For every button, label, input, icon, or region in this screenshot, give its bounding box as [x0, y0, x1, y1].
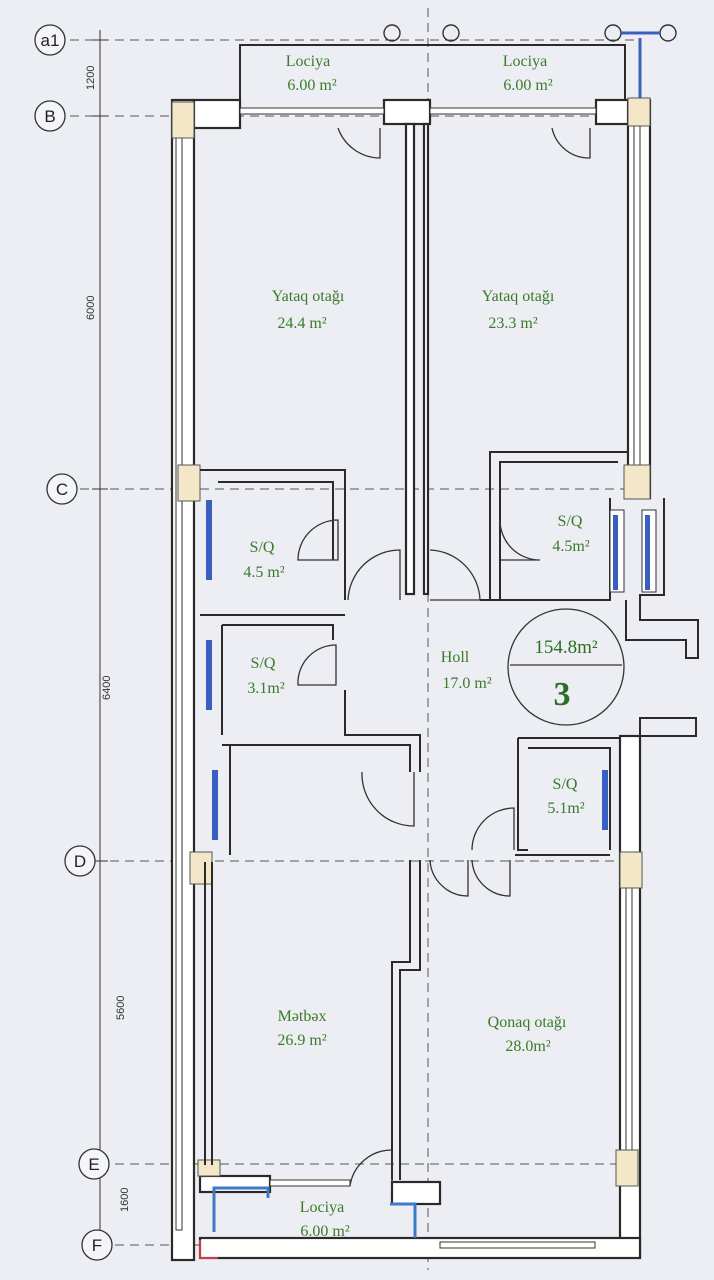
- fixtures: [199, 500, 657, 1259]
- svg-text:23.3 m²: 23.3 m²: [488, 315, 537, 332]
- dimension-1600: 1600: [119, 1188, 131, 1212]
- axis-marker-e: E: [78, 1148, 110, 1180]
- room-loggia-bottom: Lociya 6.00 m²: [300, 1199, 350, 1240]
- room-loggia-left: Lociya 6.00 m²: [286, 53, 337, 94]
- dimension-5600: 5600: [115, 996, 127, 1020]
- top-circles: [383, 24, 677, 100]
- room-hall: Holl 17.0 m²: [441, 649, 492, 692]
- room-labels: Lociya 6.00 m² Lociya 6.00 m² Yataq otağ…: [243, 53, 589, 1240]
- axis-marker-c: C: [46, 473, 78, 505]
- axis-marker-a1: a1: [34, 24, 66, 56]
- svg-text:17.0 m²: 17.0 m²: [442, 675, 491, 692]
- room-loggia-right: Lociya 6.00 m²: [503, 53, 553, 94]
- svg-text:Yataq otağı: Yataq otağı: [272, 288, 345, 305]
- svg-text:B: B: [44, 107, 55, 126]
- svg-text:3.1m²: 3.1m²: [247, 680, 284, 697]
- room-bath-2: S/Q 4.5m²: [552, 513, 589, 555]
- columns: [171, 97, 651, 1187]
- svg-text:26.9 m²: 26.9 m²: [277, 1032, 326, 1049]
- svg-text:S/Q: S/Q: [558, 513, 583, 530]
- axis-marker-d: D: [64, 845, 96, 877]
- room-bedroom-right: Yataq otağı 23.3 m²: [482, 288, 555, 332]
- apartment-summary-badge: 154.8m² 3: [507, 608, 625, 726]
- svg-text:S/Q: S/Q: [553, 776, 578, 793]
- svg-text:4.5 m²: 4.5 m²: [243, 564, 284, 581]
- svg-text:Holl: Holl: [441, 649, 470, 666]
- dimension-6400: 6400: [101, 676, 113, 700]
- doors: [297, 127, 591, 1187]
- svg-text:6.00 m²: 6.00 m²: [300, 1223, 349, 1240]
- axis-markers: a1 B C D E F: [34, 24, 113, 1261]
- dimension-chain: 1200 6000 6400 5600 1600: [85, 30, 131, 1255]
- svg-text:4.5m²: 4.5m²: [552, 538, 589, 555]
- room-kitchen: Mətbəx 26.9 m²: [277, 1008, 326, 1049]
- svg-text:Yataq otağı: Yataq otağı: [482, 288, 555, 305]
- svg-text:D: D: [74, 852, 86, 871]
- svg-text:Lociya: Lociya: [300, 1199, 344, 1216]
- svg-text:28.0m²: 28.0m²: [505, 1038, 550, 1055]
- room-bath-4: S/Q 5.1m²: [547, 776, 584, 817]
- svg-text:5.1m²: 5.1m²: [547, 800, 584, 817]
- dimension-1200: 1200: [85, 66, 97, 90]
- svg-text:6.00 m²: 6.00 m²: [503, 77, 552, 94]
- svg-text:Mətbəx: Mətbəx: [278, 1008, 327, 1025]
- interior-walls: [200, 122, 699, 1180]
- svg-text:6.00 m²: 6.00 m²: [287, 77, 336, 94]
- room-bedroom-left: Yataq otağı 24.4 m²: [272, 288, 345, 332]
- rooms-count: 3: [554, 676, 571, 713]
- total-area: 154.8m²: [534, 637, 598, 658]
- room-bath-1: S/Q 4.5 m²: [243, 539, 284, 581]
- svg-text:Lociya: Lociya: [286, 53, 330, 70]
- svg-text:F: F: [92, 1236, 102, 1255]
- room-bath-3: S/Q 3.1m²: [247, 655, 284, 697]
- axis-marker-f: F: [81, 1229, 113, 1261]
- axis-marker-b: B: [34, 100, 66, 132]
- svg-text:a1: a1: [41, 31, 60, 50]
- svg-text:S/Q: S/Q: [250, 539, 275, 556]
- svg-text:Lociya: Lociya: [503, 53, 547, 70]
- room-living: Qonaq otağı 28.0m²: [488, 1014, 567, 1055]
- dimension-6000: 6000: [85, 296, 97, 320]
- svg-text:S/Q: S/Q: [251, 655, 276, 672]
- svg-text:Qonaq otağı: Qonaq otağı: [488, 1014, 567, 1031]
- svg-text:C: C: [56, 480, 68, 499]
- svg-text:24.4 m²: 24.4 m²: [277, 315, 326, 332]
- svg-text:E: E: [88, 1155, 99, 1174]
